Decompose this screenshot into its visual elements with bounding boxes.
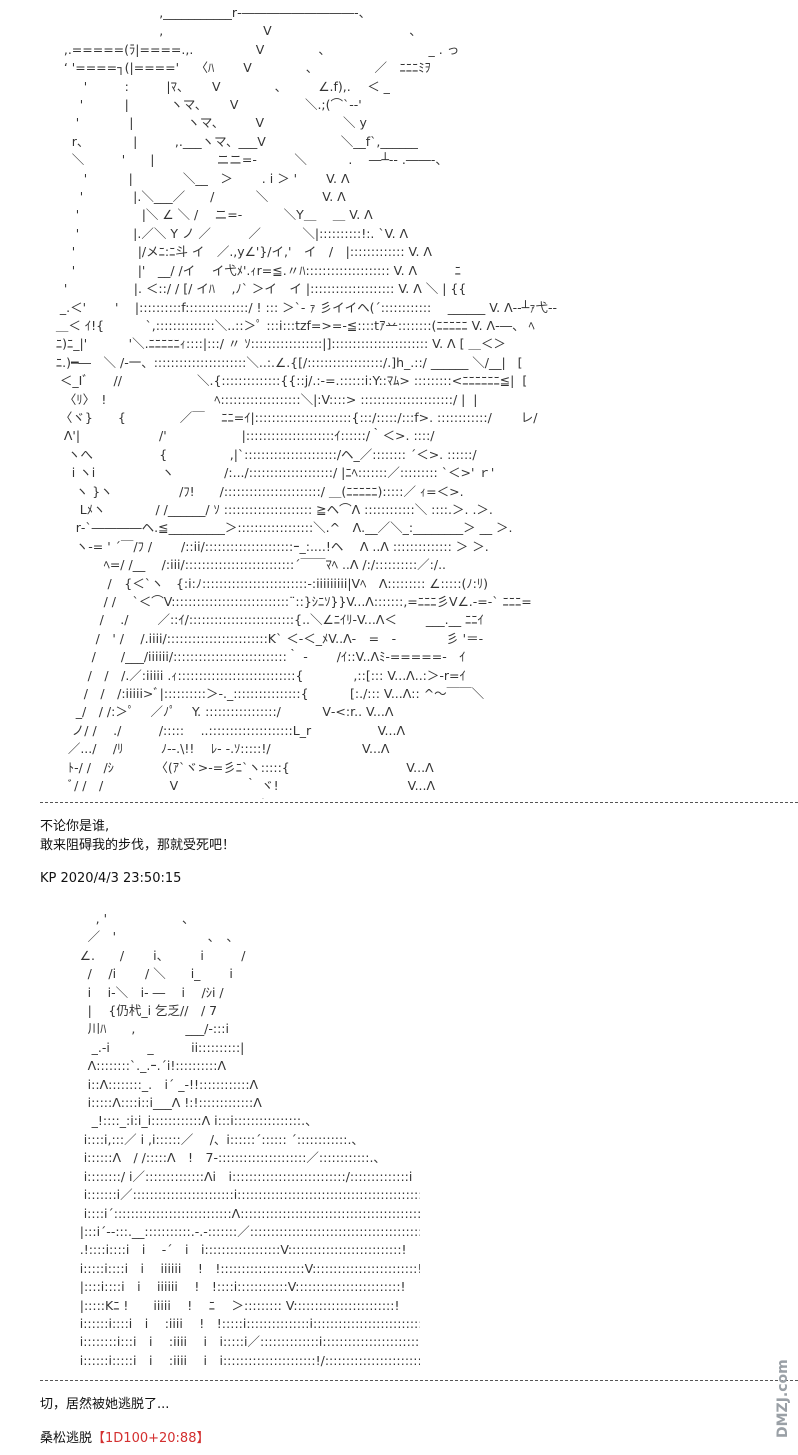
dice-roll-result: 【1D100+20:88】 [92,1431,210,1446]
post-author-time: KP 2020/4/3 23:50:15 [40,871,182,886]
watermark-text: DMZJ.com [775,1359,791,1438]
watermark-logo: DMZJ.com [775,1359,791,1438]
post-line-1: 不论你是谁, [40,819,110,834]
dice-roll-label: 桑松逃脱 [40,1431,93,1446]
post-line-2: 敢来阻碍我的步伐，那就受死吧！ [40,838,236,853]
dice-roll-line: 桑松逃脱【1D100+20:88】 [40,1427,209,1446]
divider-top [40,802,798,803]
divider-bottom [40,1380,798,1381]
ascii-art-warrior: ,___________r‐―――――――――‐、 , V 、 ,.=====(… [55,5,557,799]
ascii-art-girl: , ' 、 ／ ' 、 、 ∠. / i、 i / / /i / ＼ i_ i … [79,911,420,1368]
post2-line-1: 切，居然被她逃脱了... [40,1397,170,1412]
